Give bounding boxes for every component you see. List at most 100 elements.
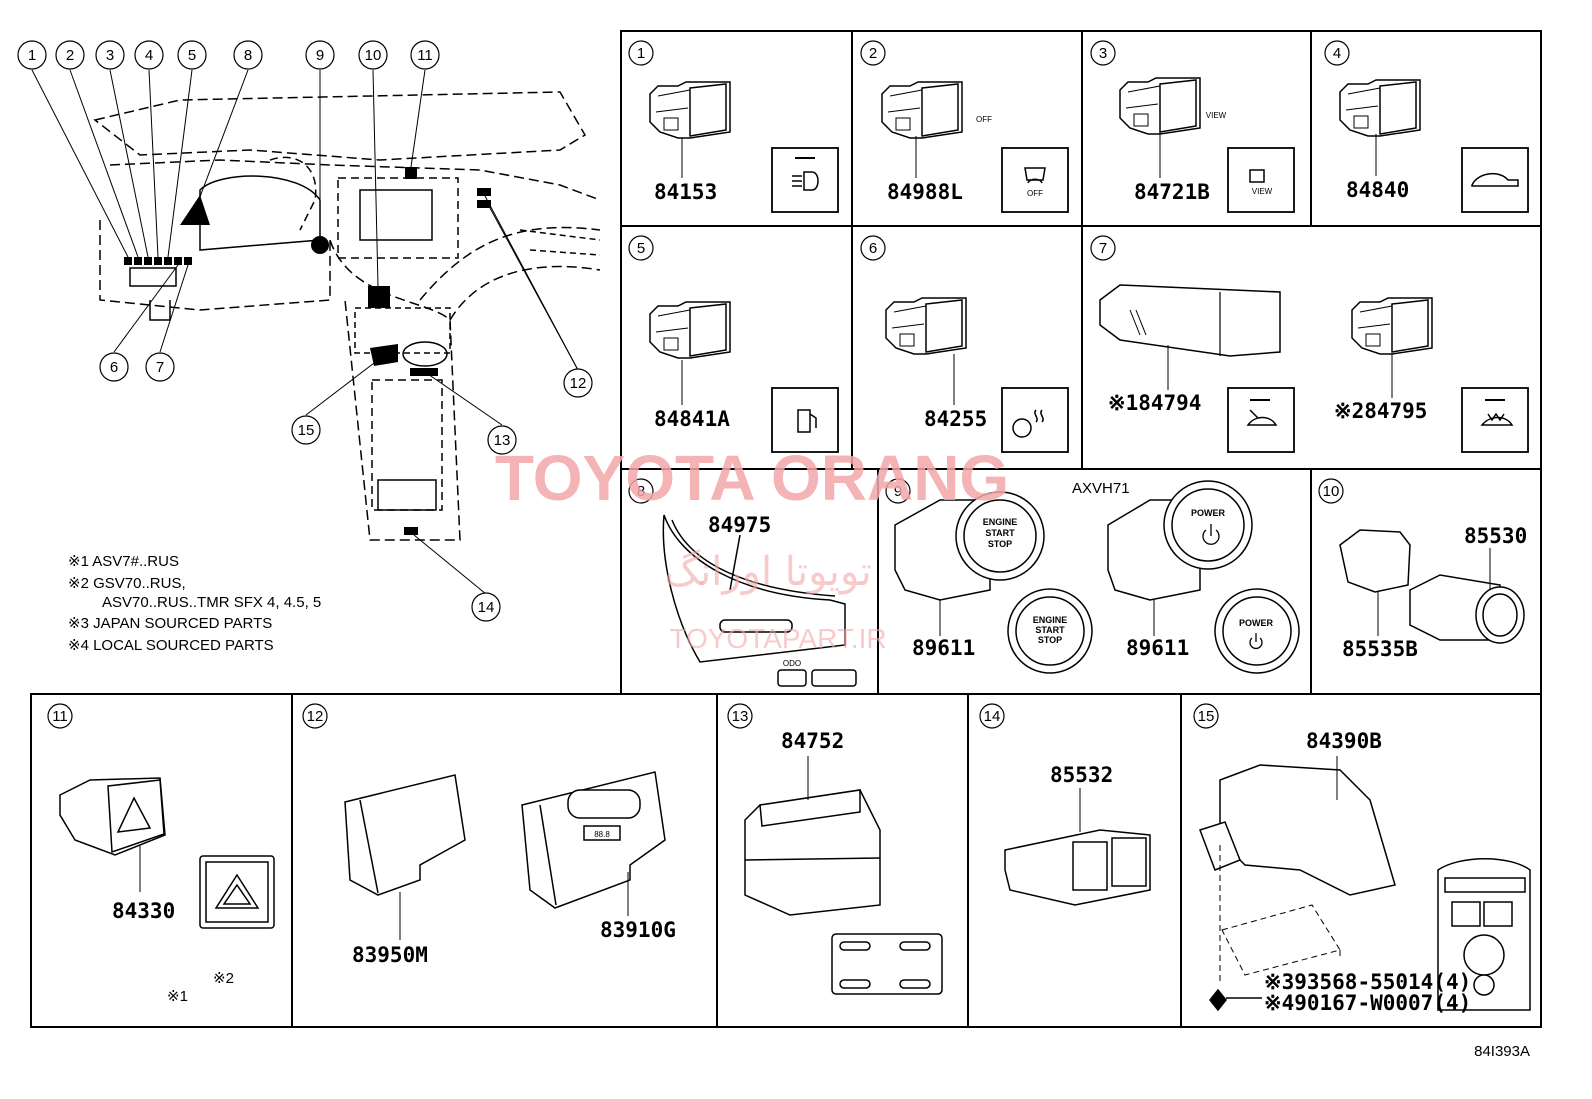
part-84840: 84840 xyxy=(1346,178,1409,202)
cell13-switch xyxy=(744,789,943,995)
part-84988L: 84988L xyxy=(887,180,963,204)
watermark-site: TOYOTAPART.IR xyxy=(669,623,886,654)
diagram-code: 84I393A xyxy=(1474,1043,1530,1060)
part-84255: 84255 xyxy=(924,407,987,431)
part-84794: ※184794 xyxy=(1108,391,1201,415)
cell10-parts: 85530 85535B xyxy=(1342,524,1527,661)
callout-13: 13 xyxy=(494,432,511,449)
cell-num-12: 12 xyxy=(307,708,324,725)
engine-label-3: STOP xyxy=(988,539,1012,549)
note-ref-1: ※1 xyxy=(167,988,188,1005)
note-4: ※4 LOCAL SOURCED PARTS xyxy=(68,637,274,654)
part-85530: 85530 xyxy=(1464,524,1527,548)
dashboard-overview xyxy=(93,91,601,541)
callout-7: 7 xyxy=(156,359,164,376)
cell-num-5: 5 xyxy=(637,240,645,257)
callout-11: 11 xyxy=(417,47,433,64)
part-numbers-top: 84153 84988L 84721B 84840 84841A 84255 ※… xyxy=(654,178,1427,431)
callout-14: 14 xyxy=(478,599,495,616)
part-89611-b: 89611 xyxy=(1126,636,1189,660)
note-2: ※2 GSV70..RUS, xyxy=(68,575,186,592)
part-84752: 84752 xyxy=(781,729,844,753)
cell11-hazard xyxy=(59,777,275,929)
part-85535B: 85535B xyxy=(1342,637,1418,661)
cell10-leaders xyxy=(1377,548,1491,636)
cell-num-10: 10 xyxy=(1323,483,1340,500)
dashboard-marks xyxy=(124,167,491,535)
note-2b: ASV70..RUS..TMR SFX 4, 4.5, 5 xyxy=(102,594,321,611)
off-label-box: OFF xyxy=(1027,189,1043,198)
engine-label-3b: STOP xyxy=(1038,635,1062,645)
note-ref-2: ※2 xyxy=(213,970,234,987)
leader-lines xyxy=(31,69,579,595)
callout-2: 2 xyxy=(66,47,74,64)
callout-3: 3 xyxy=(106,47,114,64)
part-89611-a: 89611 xyxy=(912,636,975,660)
note-3: ※3 JAPAN SOURCED PARTS xyxy=(68,615,272,632)
odo-label: ODO xyxy=(783,659,801,668)
cell-num-1: 1 xyxy=(637,45,645,62)
callout-4: 4 xyxy=(145,47,153,64)
callout-12: 12 xyxy=(570,375,587,392)
note-1: ※1 ASV7#..RUS xyxy=(68,553,179,570)
engine-label-1b: ENGINE xyxy=(1033,615,1068,625)
cell-num-15: 15 xyxy=(1198,708,1215,725)
cell-num-14: 14 xyxy=(984,708,1001,725)
cell8-bezel xyxy=(662,514,857,687)
cell12-modules xyxy=(344,771,666,909)
part-90167: ※490167-W0007(4) xyxy=(1264,991,1471,1015)
part-84330: 84330 xyxy=(112,899,175,923)
view-label-switch: VIEW xyxy=(1206,111,1227,120)
cell9-button-text: ENGINE START STOP ENGINE START STOP POWE… xyxy=(983,508,1274,645)
symbol-box-marks xyxy=(792,157,1519,438)
cell-num-8: 8 xyxy=(637,483,645,500)
part-85532: 85532 xyxy=(1050,763,1113,787)
variant-label: AXVH71 xyxy=(1072,480,1130,497)
cell-callouts xyxy=(47,40,1350,729)
cell10-switch xyxy=(1339,529,1525,644)
cell-num-11: 11 xyxy=(52,708,68,725)
part-83910G: 83910G xyxy=(600,918,676,942)
notes: ※1 ASV7#..RUS ※2 GSV70..RUS, ASV70..RUS.… xyxy=(68,553,321,654)
cell9-leaders xyxy=(939,600,1155,636)
cell9-buttons xyxy=(894,480,1300,674)
screw-icon xyxy=(1209,988,1262,1012)
cell9-parts: 89611 89611 xyxy=(912,636,1189,660)
cell-num-3: 3 xyxy=(1099,45,1107,62)
part-83950M: 83950M xyxy=(352,943,428,967)
symbol-box-text: OFF VIEW OFF VIEW xyxy=(976,111,1273,198)
callout-8: 8 xyxy=(244,47,252,64)
engine-label-2: START xyxy=(985,528,1015,538)
view-label-box: VIEW xyxy=(1252,187,1273,196)
cell-num-2: 2 xyxy=(869,45,877,62)
cell14-switch xyxy=(1004,829,1151,906)
power-label-b: POWER xyxy=(1239,618,1274,628)
watermark-arabic: تویوتا اورانگ xyxy=(664,549,871,595)
engine-label-1: ENGINE xyxy=(983,517,1018,527)
callout-5: 5 xyxy=(188,47,196,64)
part-84841A: 84841A xyxy=(654,407,730,431)
part-84390B: 84390B xyxy=(1306,729,1382,753)
overview-callouts xyxy=(17,40,593,622)
cell15-shifter xyxy=(1199,764,1531,1011)
callout-6: 6 xyxy=(110,359,118,376)
off-label-switch: OFF xyxy=(976,115,992,124)
switch-leaders xyxy=(681,132,1393,405)
callout-1: 1 xyxy=(28,47,36,64)
cell12-leaders xyxy=(399,872,629,940)
switch-drawings xyxy=(649,77,1433,359)
part-84795: ※284795 xyxy=(1334,399,1427,423)
part-93568: ※393568-55014(4) xyxy=(1264,970,1471,994)
display-readout: 88.8 xyxy=(594,830,610,839)
callout-15: 15 xyxy=(298,422,315,439)
part-84721B: 84721B xyxy=(1134,180,1210,204)
watermark: TOYOTA ORANG تویوتا اورانگ TOYOTAPART.IR xyxy=(495,442,1009,654)
grid-frame xyxy=(30,30,1542,1028)
cell-callout-numbers: 1 2 3 4 5 6 7 8 9 10 11 12 13 14 15 xyxy=(52,45,1341,725)
cell-num-6: 6 xyxy=(869,240,877,257)
cell-num-13: 13 xyxy=(732,708,749,725)
part-84153: 84153 xyxy=(654,180,717,204)
cell-num-9: 9 xyxy=(894,483,902,500)
cell12-parts: 83950M 83910G xyxy=(352,918,676,967)
